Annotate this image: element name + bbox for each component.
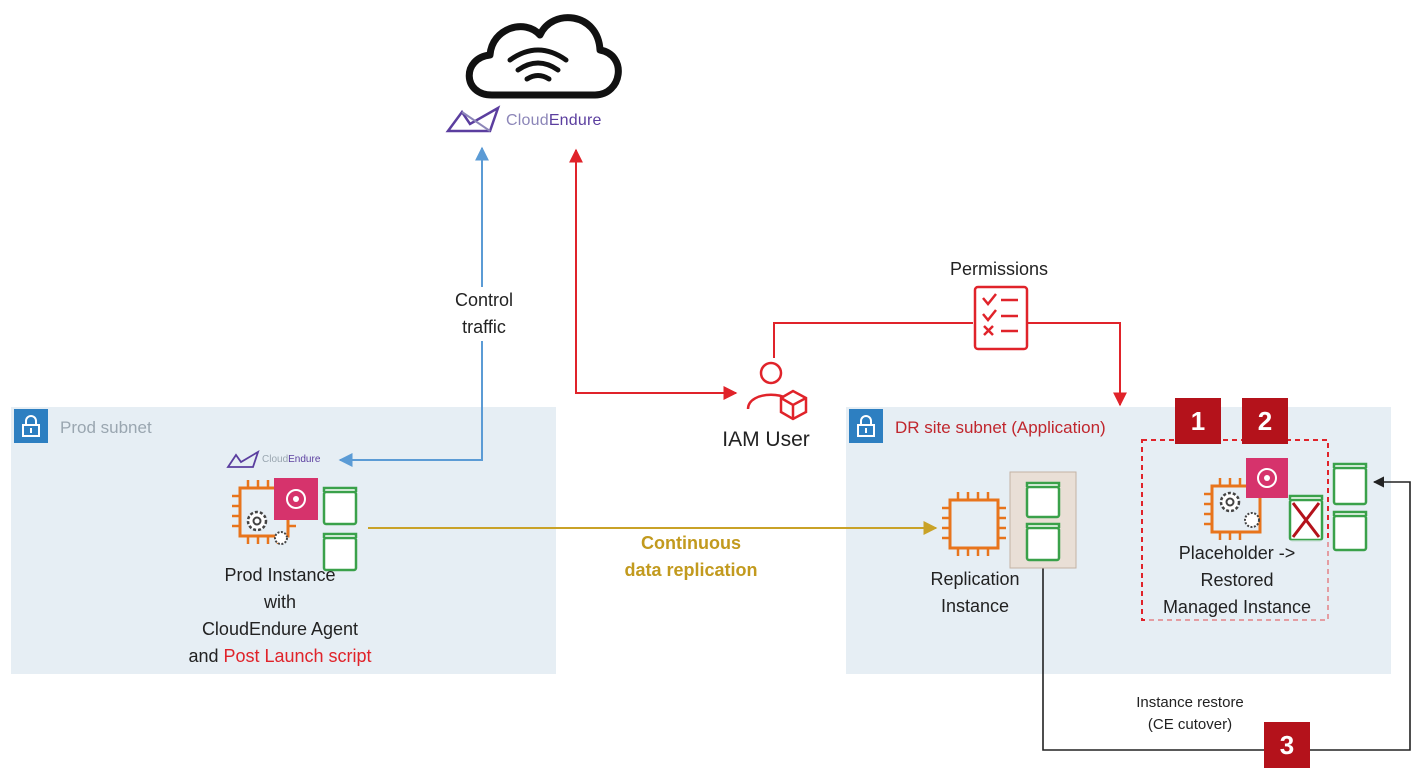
prod-subnet-lock-icon [14, 409, 48, 443]
placeholder-agent-icon [1246, 458, 1288, 498]
permissions-checklist-icon [973, 285, 1029, 351]
iam-to-cloudendure-arrow [569, 148, 738, 400]
step-badge-1: 1 [1175, 398, 1221, 444]
dr-subnet-title: DR site subnet (Application) [895, 418, 1106, 437]
control-traffic-line-2: traffic [462, 317, 506, 337]
brand-prefix: Cloud [506, 112, 549, 129]
placeholder-removed-volume-icon [1288, 494, 1324, 542]
prod-subnet-title: Prod subnet [60, 418, 152, 437]
instance-restore-arrow [1042, 476, 1411, 751]
brand-suffix: Endure [548, 112, 602, 129]
instance-restore-label: Instance restore (CE cutover) [1100, 692, 1280, 736]
prod-instance-label: Prod Instance with CloudEndure Agent and… [120, 562, 440, 670]
replication-line-2: data replication [624, 560, 758, 580]
placeholder-ec2-chip-icon [1204, 478, 1262, 540]
prod-volume-icons [322, 486, 358, 572]
replication-label: Continuous data replication [596, 530, 786, 584]
placeholder-line-2: Restored [1200, 570, 1274, 590]
instance-restore-line-1: Instance restore [1136, 694, 1244, 711]
iam-user-label: IAM User [722, 428, 810, 451]
prod-instance-line-4: and Post Launch script [120, 643, 440, 670]
replication-line-1: Continuous [641, 533, 741, 553]
agent-cloudendure-logo-icon [226, 450, 260, 468]
permissions-label: Permissions [949, 259, 1049, 279]
control-traffic-line-1: Control [454, 290, 514, 310]
replication-volume-icons [1025, 481, 1061, 562]
control-traffic-label: Control traffic [434, 287, 534, 341]
prod-instance-line-4-prefix: and [188, 646, 224, 666]
instance-restore-line-2: (CE cutover) [1147, 716, 1233, 733]
cloudendure-logo-icon [445, 105, 501, 133]
cloud-icon [465, 14, 622, 99]
step-badge-2: 2 [1242, 398, 1288, 444]
agent-brand-suffix: Endure [288, 454, 321, 465]
replication-instance-label: Replication Instance [900, 566, 1050, 620]
control-traffic-arrow [338, 146, 489, 467]
agent-brand-prefix: Cloud [262, 454, 289, 465]
prod-instance-line-3: CloudEndure Agent [201, 619, 359, 639]
agent-brand-label: CloudEndure [262, 454, 320, 465]
replication-instance-line-1: Replication [930, 569, 1020, 589]
replication-instance-line-2: Instance [940, 596, 1010, 616]
step-badge-3: 3 [1264, 722, 1310, 768]
iam-user-icon [746, 361, 808, 421]
prod-agent-icon [274, 478, 318, 520]
placeholder-instance-label: Placeholder -> Restored Managed Instance [1145, 540, 1329, 621]
placeholder-line-1: Placeholder -> [1178, 543, 1296, 563]
permissions-arrow [773, 322, 973, 358]
post-launch-script-label: Post Launch script [223, 646, 372, 666]
cloudendure-brand-label: CloudEndure [506, 112, 602, 130]
placeholder-line-3: Managed Instance [1162, 597, 1312, 617]
restored-volume-icons [1332, 462, 1368, 552]
dr-subnet-lock-icon [849, 409, 883, 443]
prod-instance-line-1: Prod Instance [224, 565, 336, 585]
prod-instance-line-2: with [263, 592, 296, 612]
replication-ec2-chip-icon [942, 492, 1006, 556]
